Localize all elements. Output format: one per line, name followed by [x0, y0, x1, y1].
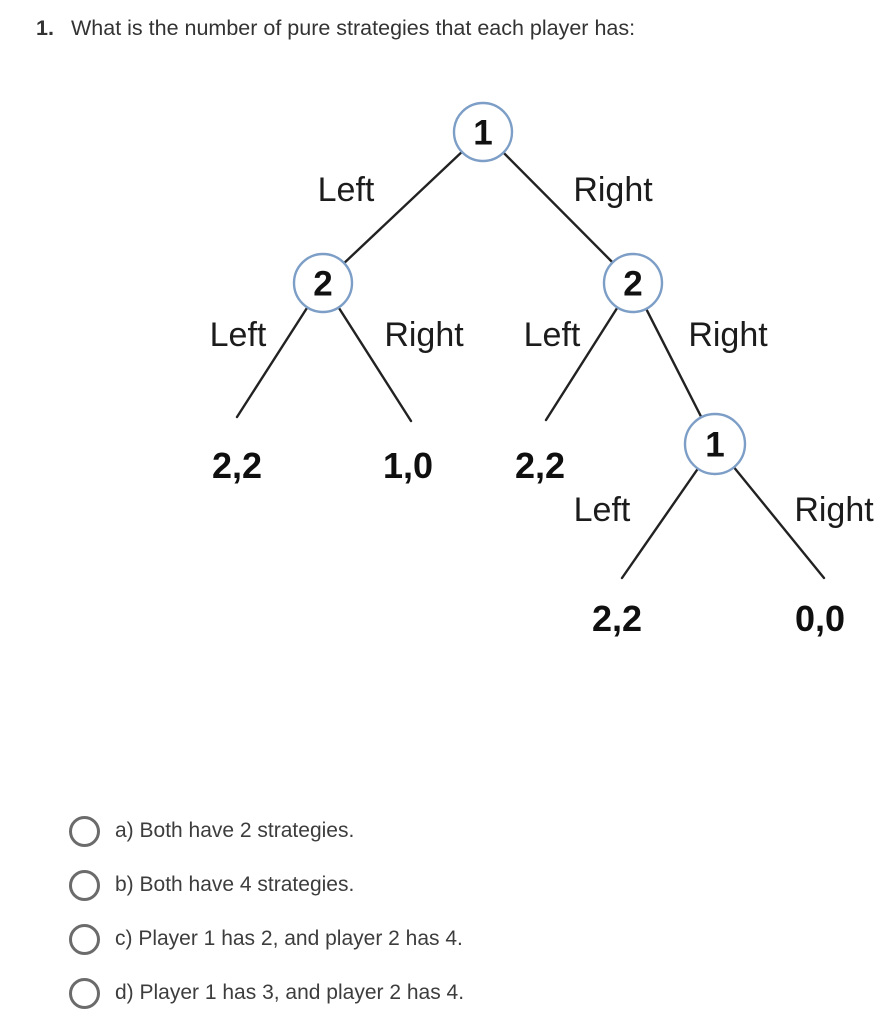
option-label-a[interactable]: a) Both have 2 strategies. [115, 819, 355, 842]
decision-node-left2: 2 [292, 252, 354, 314]
payoff-lower1-right: 0,0 [795, 598, 845, 639]
option-label-d[interactable]: d) Player 1 has 3, and player 2 has 4. [115, 981, 465, 1004]
node-player-label: 1 [473, 114, 492, 153]
radio-option-c[interactable] [69, 923, 100, 955]
node-circle [292, 252, 354, 314]
edge-label-root-right: Right [573, 171, 653, 209]
edge-label-left2-left: Left [210, 316, 267, 354]
answer-options: a) Both have 2 strategies. b) Both have … [69, 804, 464, 1020]
radio-option-a[interactable] [69, 815, 100, 847]
payoff-left2-left: 2,2 [212, 445, 262, 486]
payoff-left2-right: 1,0 [383, 445, 433, 486]
edge-label-right2-right: Right [688, 316, 768, 354]
node-circle [683, 412, 747, 476]
radio-option-d[interactable] [69, 977, 100, 1009]
option-label-b[interactable]: b) Both have 4 strategies. [115, 873, 355, 896]
node-circle [602, 252, 664, 314]
tree-edge-root-left [321, 130, 485, 285]
option-row-d[interactable]: d) Player 1 has 3, and player 2 has 4. [69, 966, 464, 1020]
option-row-c[interactable]: c) Player 1 has 2, and player 2 has 4. [69, 912, 464, 966]
edge-label-left2-right: Right [384, 316, 464, 354]
edge-label-lower1-right: Right [794, 491, 874, 529]
option-row-a[interactable]: a) Both have 2 strategies. [69, 804, 464, 858]
decision-node-root: 1 [452, 101, 514, 163]
payoff-right2-left: 2,2 [515, 445, 565, 486]
tree-edge-root-right [481, 130, 635, 285]
node-player-label: 2 [313, 265, 332, 304]
question-number: 1. [36, 16, 54, 40]
payoff-lower1-left: 2,2 [592, 598, 642, 639]
option-row-b[interactable]: b) Both have 4 strategies. [69, 858, 464, 912]
question-text: What is the number of pure strategies th… [71, 16, 636, 40]
node-player-label: 2 [623, 265, 642, 304]
edge-label-lower1-left: Left [574, 491, 631, 529]
node-player-label: 1 [705, 426, 724, 465]
decision-node-right2: 2 [602, 252, 664, 314]
decision-node-lower1: 1 [683, 412, 747, 476]
radio-option-b[interactable] [69, 869, 100, 901]
node-circle [452, 101, 514, 163]
option-label-c[interactable]: c) Player 1 has 2, and player 2 has 4. [115, 927, 463, 950]
edge-label-right2-left: Left [524, 316, 581, 354]
edge-label-root-left: Left [318, 171, 375, 209]
